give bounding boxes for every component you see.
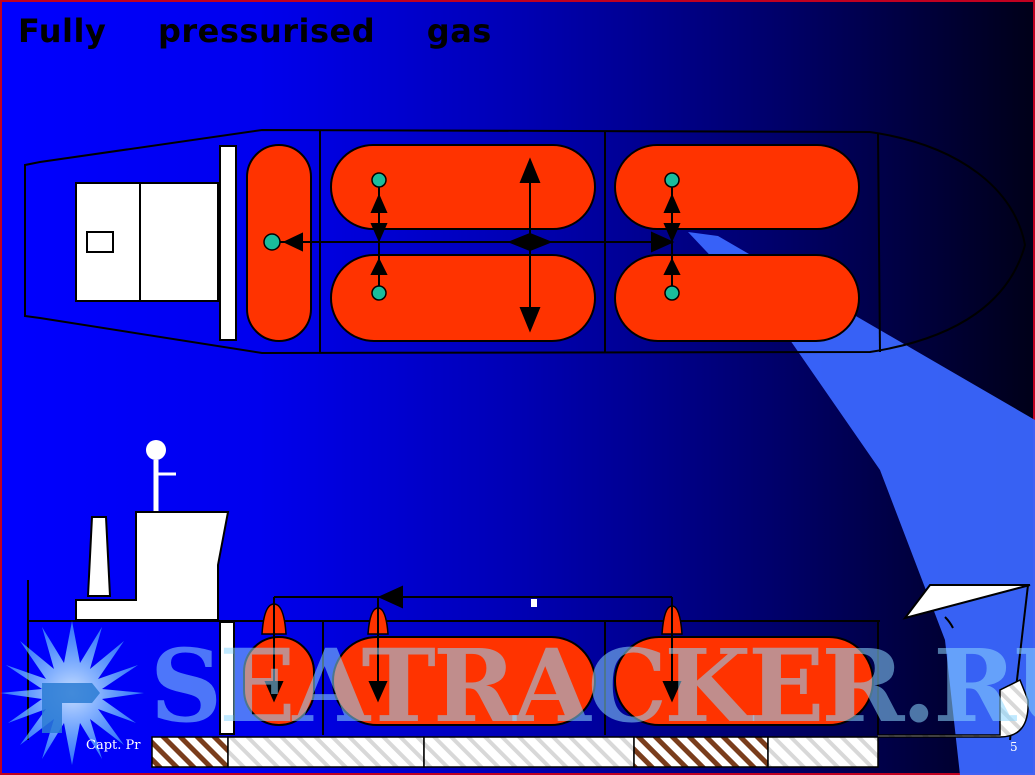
highlight-beam	[688, 232, 1035, 775]
valve-icon	[263, 233, 281, 251]
footer-author: Capt. Pr	[86, 738, 141, 753]
page-number: 5	[1010, 740, 1018, 754]
arrow-icon	[663, 193, 681, 213]
arrow-icon	[368, 681, 388, 703]
plan-view	[24, 128, 1027, 355]
arrow-icon	[651, 231, 675, 253]
valve-icon	[664, 172, 680, 188]
bow-structure	[902, 584, 1031, 620]
double-bottom	[151, 678, 1029, 768]
arrow-icon	[370, 193, 388, 213]
arrow-icon	[663, 223, 681, 243]
deckhouse-plan	[75, 145, 237, 341]
valves-plan	[263, 172, 680, 301]
arrow-icon	[370, 223, 388, 243]
hull-plan-outline	[24, 128, 1027, 355]
valve-icon	[371, 285, 387, 301]
cargo-tank	[614, 636, 874, 726]
radar-icon	[146, 440, 166, 460]
arrow-icon	[663, 257, 681, 275]
profile-view	[27, 440, 1031, 768]
superstructure	[75, 440, 230, 621]
watermark-text: SEATRACKER.RU	[150, 627, 1035, 745]
cargo-tank	[614, 254, 860, 342]
arrow-icon	[507, 232, 531, 252]
cargo-tank	[614, 144, 860, 230]
pipeline-profile	[264, 585, 682, 703]
bulkhead-plate	[219, 145, 237, 341]
valve-icon	[664, 285, 680, 301]
arrow-icon	[519, 157, 541, 183]
arrow-icon	[264, 681, 284, 703]
slide-title: Fully pressurised gas	[18, 12, 492, 50]
cargo-tank	[332, 636, 596, 726]
bulkhead	[877, 132, 881, 353]
arrow-icon	[370, 257, 388, 275]
arrow-icon	[377, 585, 403, 609]
arrow-icon	[529, 232, 553, 252]
arrow-icon	[282, 232, 303, 252]
pipeline-plan	[272, 157, 681, 333]
logo-icon	[0, 621, 144, 765]
valve-icon	[371, 172, 387, 188]
arrow-icon	[519, 307, 541, 333]
arrow-icon	[662, 681, 682, 703]
cargo-tank	[330, 144, 596, 230]
cargo-tank	[330, 254, 596, 342]
